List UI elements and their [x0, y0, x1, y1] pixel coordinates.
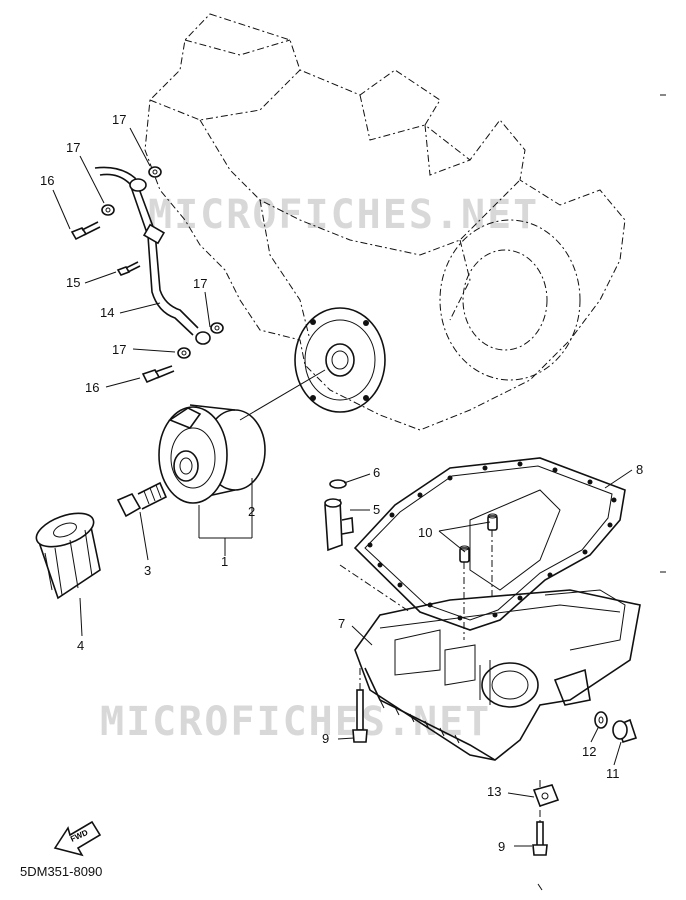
- callout-14: 14: [100, 305, 114, 320]
- oil-pan: [354, 589, 641, 761]
- engine-block-outline: [144, 13, 626, 431]
- callout-4: 4: [77, 638, 84, 653]
- callout-12: 12: [582, 744, 596, 759]
- oil-pan-bracket: [532, 784, 560, 808]
- diagram-code: 5DM351-8090: [20, 864, 102, 879]
- callout-17c: 17: [193, 276, 207, 291]
- o-ring: [329, 479, 347, 489]
- copper-washers: [101, 166, 224, 359]
- dowel-alignment-lines: [463, 530, 493, 640]
- callout-2: 2: [248, 504, 255, 519]
- leader-lines: [52, 127, 633, 847]
- callout-9b: 9: [498, 839, 505, 854]
- callout-17d: 17: [112, 342, 126, 357]
- margin-ticks: [537, 94, 666, 891]
- gasket-alignment-line: [339, 564, 411, 613]
- dowel-pins: [459, 513, 498, 563]
- callout-13: 13: [487, 784, 501, 799]
- part-callouts: 1 2 3 4 5 6 7 8 9 9 10 11 12 13 14 15 16…: [40, 112, 643, 854]
- callout-9a: 9: [322, 731, 329, 746]
- callout-5: 5: [373, 502, 380, 517]
- oil-filter-housing: [158, 404, 266, 504]
- oil-pan-bolts: [352, 689, 548, 856]
- callout-1: 1: [221, 554, 228, 569]
- union-bolts: [70, 221, 175, 384]
- oil-filter-cartridge: [35, 512, 101, 600]
- mount-alignment-line: [239, 369, 326, 421]
- watermark-bottom: MICROFICHES.NET: [100, 699, 491, 745]
- drain-plug: [612, 718, 638, 744]
- oil-delivery-pipe: [94, 166, 211, 345]
- callout-6: 6: [373, 465, 380, 480]
- callout-16a: 16: [40, 173, 54, 188]
- callout-17a: 17: [112, 112, 126, 127]
- callout-8: 8: [636, 462, 643, 477]
- callout-10: 10: [418, 525, 432, 540]
- callout-11: 11: [606, 766, 620, 781]
- callout-7: 7: [338, 616, 345, 631]
- fwd-direction-arrow: FWD: [53, 820, 102, 857]
- callout-15: 15: [66, 275, 80, 290]
- oil-fitting: [116, 481, 168, 518]
- drain-washer: [594, 711, 608, 729]
- callout-3: 3: [144, 563, 151, 578]
- watermark-top: MICROFICHES.NET: [148, 192, 539, 238]
- filter-mount-flange: [294, 307, 386, 413]
- callout-17b: 17: [66, 140, 80, 155]
- callout-16b: 16: [85, 380, 99, 395]
- oil-pan-gasket: [353, 457, 626, 631]
- oil-strainer-pipe: [324, 498, 354, 552]
